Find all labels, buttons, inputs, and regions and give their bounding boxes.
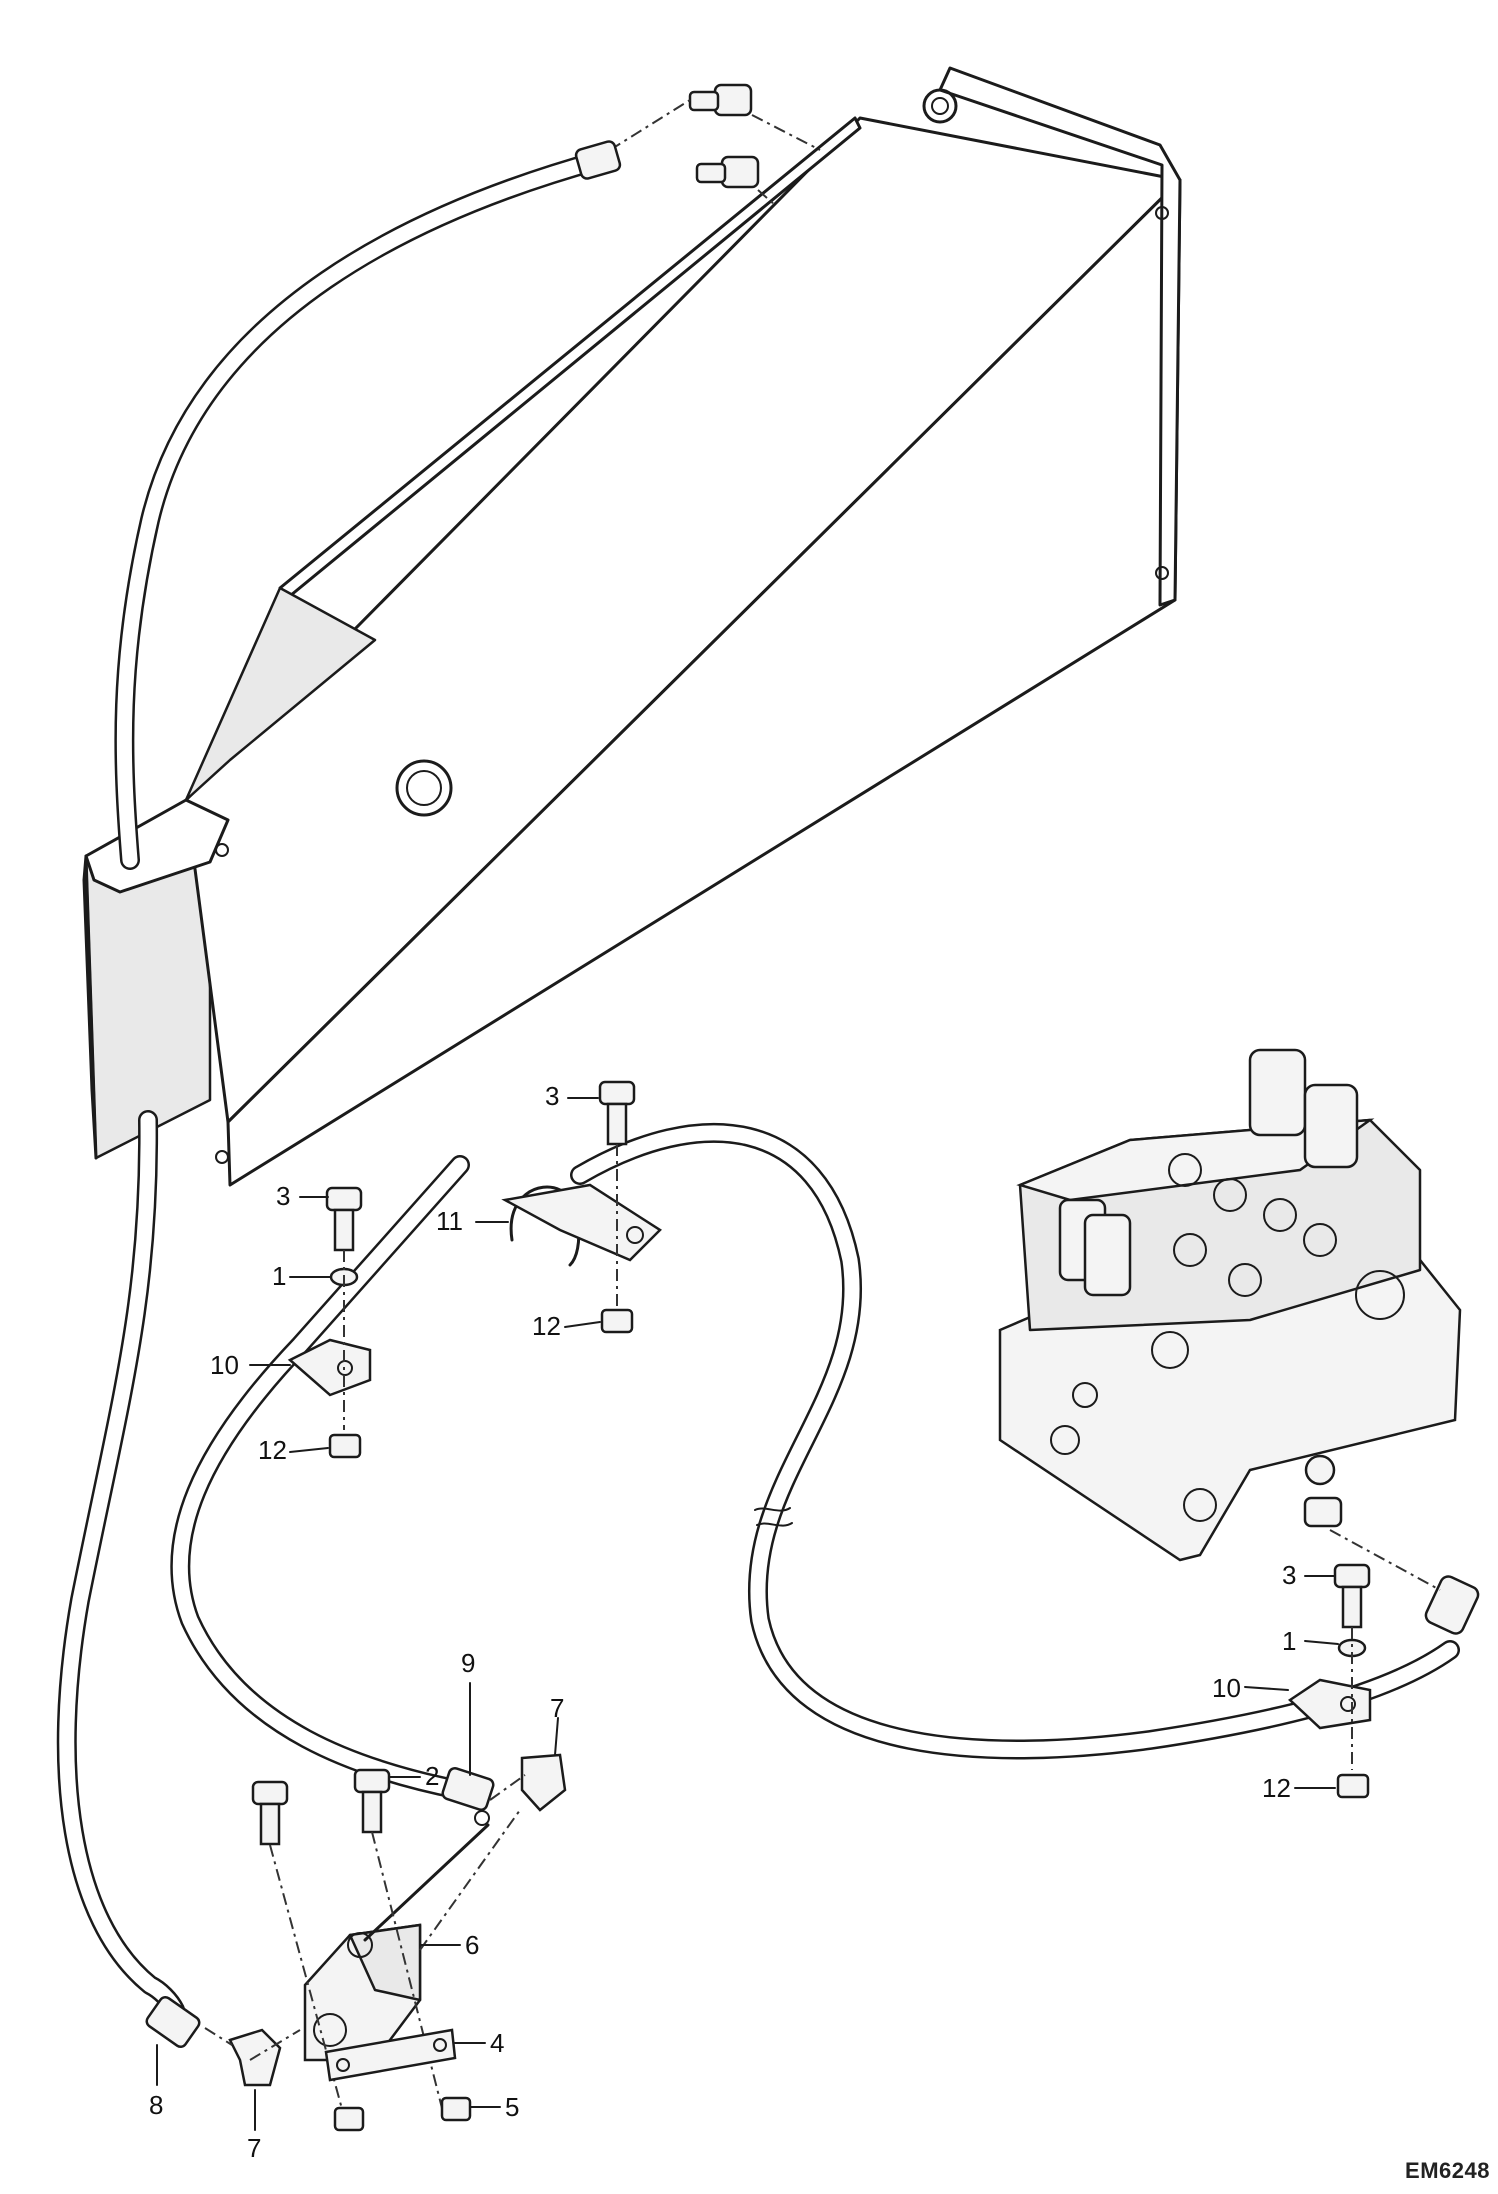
callout-12-right: 12: [1262, 1773, 1291, 1803]
ball-valve: [249, 1809, 521, 2062]
callout-8: 8: [149, 2090, 164, 2120]
tank-fittings: [609, 83, 821, 206]
callout-7-upper: 7: [550, 1693, 565, 1723]
callout-10-left: 10: [210, 1350, 239, 1380]
callout-3-left: 3: [276, 1181, 291, 1211]
callout-9: 9: [461, 1648, 476, 1678]
control-valve-block: [998, 1048, 1462, 1591]
callout-11: 11: [436, 1206, 463, 1236]
hose-item-9: [170, 1155, 495, 1812]
frame-housing: [82, 66, 1182, 1187]
valve-mount-hardware: [251, 1768, 472, 2132]
fasteners: [325, 1080, 1371, 1799]
callout-10-right: 10: [1212, 1673, 1241, 1703]
callout-12-upper: 12: [532, 1311, 561, 1341]
callout-7-lower: 7: [247, 2133, 262, 2163]
callout-12-left: 12: [258, 1435, 287, 1465]
callout-3-top: 3: [545, 1081, 560, 1111]
callout-2: 2: [425, 1761, 440, 1791]
callout-6: 6: [465, 1930, 480, 1960]
callout-4: 4: [490, 2028, 505, 2058]
callout-1-right: 1: [1282, 1626, 1297, 1656]
callout-5: 5: [505, 2092, 520, 2122]
callout-3-right: 3: [1282, 1560, 1297, 1590]
drawing-part-number: EM6248: [1405, 2158, 1490, 2183]
clamp-item-11: [501, 1183, 662, 1267]
callout-leaders: [156, 1097, 1339, 2131]
hose-right: [570, 1122, 1480, 1760]
clamp-item-10-right: [1287, 1678, 1372, 1730]
hose-item-8: [56, 1110, 201, 2049]
callout-1-left: 1: [272, 1261, 287, 1291]
hose-upper-left: [114, 140, 622, 870]
